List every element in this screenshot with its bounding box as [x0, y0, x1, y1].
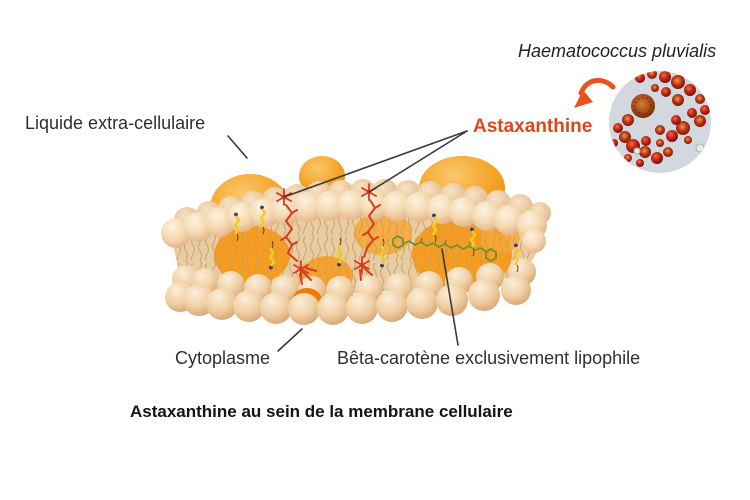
connector-astaxanthin-2	[368, 130, 468, 193]
organism-label: Haematococcus pluvialis	[518, 41, 717, 61]
cytoplasm-label: Cytoplasme	[175, 348, 271, 368]
connector-beta-carotene	[441, 248, 459, 346]
astaxanthin-molecule-1	[276, 188, 317, 285]
connector-astaxanthin-1	[283, 130, 468, 198]
curved-arrow-icon	[574, 78, 616, 108]
astaxanthin-label: Astaxanthine	[473, 116, 593, 137]
haematococcus-photo	[609, 71, 711, 173]
figure-caption: Astaxanthine au sein de la membrane cell…	[130, 402, 513, 421]
beta-carotene-label: Bêta-carotène exclusivement lipophile	[337, 348, 641, 368]
extracellular-fluid-label: Liquide extra-cellulaire	[25, 113, 206, 133]
connector-cytoplasm	[277, 328, 303, 352]
lipid-head-row-bottom-outer	[165, 275, 531, 325]
connector-extracellular	[227, 135, 248, 159]
beta-carotene-molecule	[392, 235, 497, 262]
astaxanthin-molecule-2	[354, 183, 381, 281]
